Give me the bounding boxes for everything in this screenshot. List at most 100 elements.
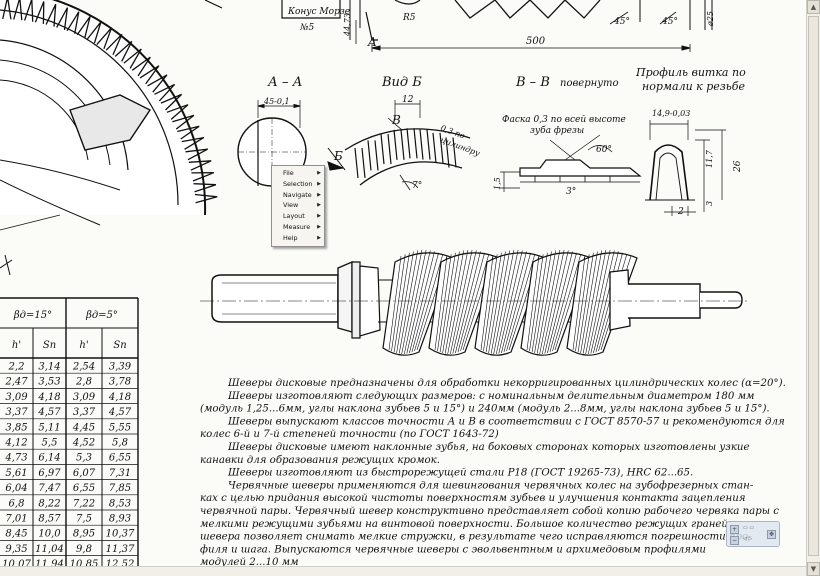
vertical-scrollbar[interactable]: ▲ ▼: [806, 0, 820, 576]
note-line: шевера позволяет снимать мелкие стружки,…: [200, 532, 752, 543]
thread-cutting-edge: [531, 252, 548, 353]
thread-cutting-edge: [388, 255, 402, 351]
table-group-header: βд=15°: [13, 310, 52, 321]
profile-title-line1: Профиль витка по: [635, 66, 746, 79]
table-cell: 8,95: [73, 529, 95, 540]
chamfer-note-line2: зуба фрезы: [530, 125, 584, 136]
menu-item-measure[interactable]: Measure▶: [272, 222, 324, 233]
thread-cutting-edge: [485, 252, 502, 353]
menu-item-help[interactable]: Help▶: [272, 233, 324, 244]
thread-cutting-edge: [590, 250, 615, 354]
thread-cutting-edge: [488, 251, 506, 354]
dim-3: 3: [705, 201, 714, 206]
table-column-header: Sп: [113, 340, 126, 351]
chamfer-note-line1: Фаска 0,3 по всей высоте: [502, 115, 626, 125]
dim-12: 12: [402, 95, 414, 105]
table-cell: 3,53: [38, 377, 60, 388]
thread-cutting-edge: [544, 250, 569, 354]
table-cell: 7,47: [38, 483, 61, 494]
profile-title-line2: нормали к резьбе: [642, 80, 745, 93]
dim-26: 26: [733, 160, 743, 173]
triangle-right-icon: ▶: [317, 170, 321, 176]
triangle-right-icon: ▶: [317, 180, 321, 187]
horizontal-scrollbar[interactable]: [0, 566, 806, 576]
table-cell: 8,53: [109, 498, 131, 509]
table-cell: 8,93: [109, 514, 131, 525]
thread-cutting-edge: [582, 250, 602, 354]
thread-cutting-edge: [496, 250, 519, 355]
table-cell: 9,35: [5, 544, 27, 555]
thread-cutting-edge: [447, 250, 469, 355]
tooth-data-table-grid: [0, 297, 139, 571]
triangle-right-icon: ▶: [317, 234, 321, 241]
disk-tooth: [147, 74, 168, 93]
section-b-mark: Б: [333, 149, 343, 163]
triangle-right-icon: ▶: [317, 202, 321, 209]
table-cell: 8,45: [5, 529, 27, 540]
dim-r5: R5: [402, 13, 416, 23]
scrollbar-thumb[interactable]: [808, 16, 819, 556]
note-line: мелкими режущими зубьями на винтовой пов…: [200, 518, 728, 530]
table-cell: 4,52: [72, 438, 95, 449]
section-v-mark: В: [391, 113, 401, 127]
menu-item-label: Layout: [283, 212, 305, 221]
thread-cutting-edge: [539, 250, 561, 355]
section-vv-title: В – В: [515, 75, 550, 90]
thread-cutting-edge: [549, 252, 577, 353]
menu-item-view[interactable]: View▶: [272, 200, 324, 211]
table-cell: 3,09: [73, 392, 96, 403]
disk-tooth: [139, 65, 160, 85]
table-cell: 3,37: [5, 407, 28, 418]
thread-cutting-edge: [585, 250, 607, 355]
thread-cutting-edge: [398, 250, 418, 354]
table-cell: 7,85: [109, 483, 131, 494]
menu-item-file[interactable]: File▶: [272, 168, 324, 179]
table-cell: 4,18: [37, 392, 60, 403]
thread-cutting-edge: [452, 250, 477, 354]
thread-cutting-edge: [577, 252, 594, 353]
scroll-up-icon[interactable]: ▲: [807, 0, 820, 14]
table-cell: 10,37: [106, 529, 135, 540]
view-b-tooth: [445, 137, 457, 168]
table-cell: 5,55: [109, 422, 131, 433]
disk-tooth: [56, 7, 69, 30]
menu-item-selection[interactable]: Selection▶: [272, 179, 324, 190]
nav-widget-decor-icon: ▭ ▭: [743, 525, 755, 531]
table-cell: 11,37: [106, 544, 135, 555]
zoom-in-icon[interactable]: +: [730, 525, 739, 534]
disk-tooth: [191, 172, 215, 182]
triangle-right-icon: ▶: [317, 191, 321, 198]
scroll-down-icon[interactable]: ▼: [807, 562, 820, 576]
disk-tooth: [23, 0, 34, 22]
thread-profile-drawing: [645, 120, 726, 216]
thread-cutting-edge: [450, 250, 473, 355]
thread-cutting-edge: [501, 251, 527, 354]
thread-cutting-edge: [434, 255, 448, 351]
table-cell: 8,22: [38, 498, 60, 509]
disk-tooth: [177, 125, 200, 140]
table-cell: 7,22: [73, 498, 95, 509]
table-cell: 10,07: [2, 559, 31, 570]
view-b-tooth: [354, 147, 366, 179]
menu-item-layout[interactable]: Layout▶: [272, 211, 324, 222]
thread-cutting-edge: [493, 250, 515, 355]
note-line: (модуль 1,25...6мм, углы наклона зубьев …: [200, 403, 770, 415]
table-cell: 9,8: [76, 544, 92, 555]
table-cell: 12,52: [106, 559, 135, 570]
table-cell: 3,09: [5, 392, 28, 403]
table-cell: 2,2: [8, 362, 25, 373]
thread-cutting-edge: [529, 254, 544, 352]
disk-tooth: [66, 11, 80, 34]
thread-cutting-edge: [547, 251, 573, 354]
zoom-out-icon[interactable]: −: [730, 536, 739, 545]
thread-cutting-edge: [580, 251, 598, 354]
menu-item-navigate[interactable]: Navigate▶: [272, 190, 324, 201]
disk-tooth: [114, 40, 133, 62]
navigation-widget[interactable]: + − ✥ ▭ ▭ ◁ ▷: [726, 521, 780, 547]
section-vv-drawing: [500, 134, 642, 192]
table-cell: 11,04: [35, 544, 64, 555]
pan-icon[interactable]: ✥: [767, 530, 776, 539]
disk-tooth: [131, 56, 151, 77]
